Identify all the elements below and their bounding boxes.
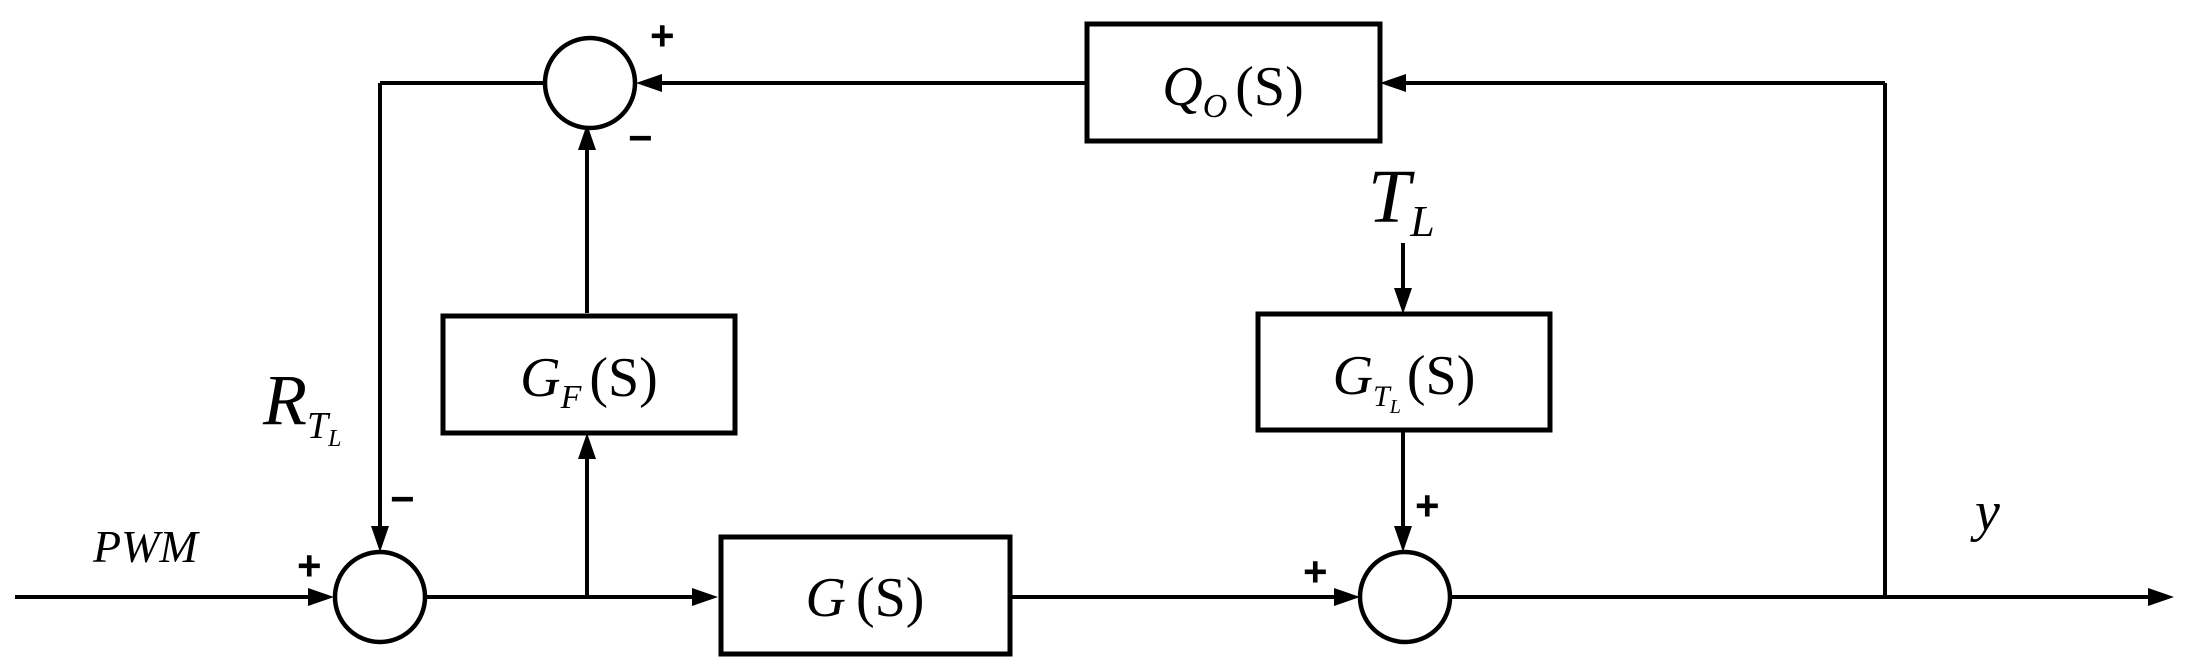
output-arrow — [2148, 588, 2174, 606]
q-block-label: QO(S) — [1162, 56, 1303, 125]
disturbance-label: TL — [1368, 155, 1435, 246]
gtl-input-arrow — [1394, 288, 1412, 314]
left-sum-plus-sign: + — [297, 542, 322, 589]
gf-input-arrow — [578, 433, 596, 459]
gf-block — [440, 313, 738, 436]
right-summing-junction — [1357, 549, 1453, 645]
top-summing-junction — [542, 35, 638, 131]
q-block — [1084, 21, 1383, 144]
right-sum-top-arrow — [1394, 526, 1412, 552]
q-input-arrow — [1380, 74, 1406, 92]
output-label: y — [1970, 481, 2000, 543]
left-sum-minus-sign: − — [390, 475, 415, 522]
gtl-block-label: GTL(S) — [1333, 345, 1476, 418]
gtl-block — [1255, 311, 1553, 433]
g-block — [718, 534, 1013, 657]
input-arrow — [308, 588, 334, 606]
top-sum-plus-sign: + — [650, 12, 675, 59]
gf-block-label: GF(S) — [520, 347, 658, 416]
top-sum-minus-sign: − — [628, 114, 653, 161]
top-sum-bottom-arrow — [578, 124, 596, 150]
g-input-arrow — [692, 588, 718, 606]
right-sum-left-plus-sign: + — [1303, 548, 1328, 595]
right-sum-top-plus-sign: + — [1415, 482, 1440, 529]
left-sum-top-arrow — [371, 526, 389, 552]
top-sum-right-arrow — [636, 74, 662, 92]
input-label: PWM — [92, 521, 200, 572]
left-summing-junction — [332, 549, 428, 645]
right-sum-left-arrow — [1334, 588, 1360, 606]
feedback-label: RTL — [262, 360, 341, 452]
g-block-label: G(S) — [806, 567, 925, 629]
